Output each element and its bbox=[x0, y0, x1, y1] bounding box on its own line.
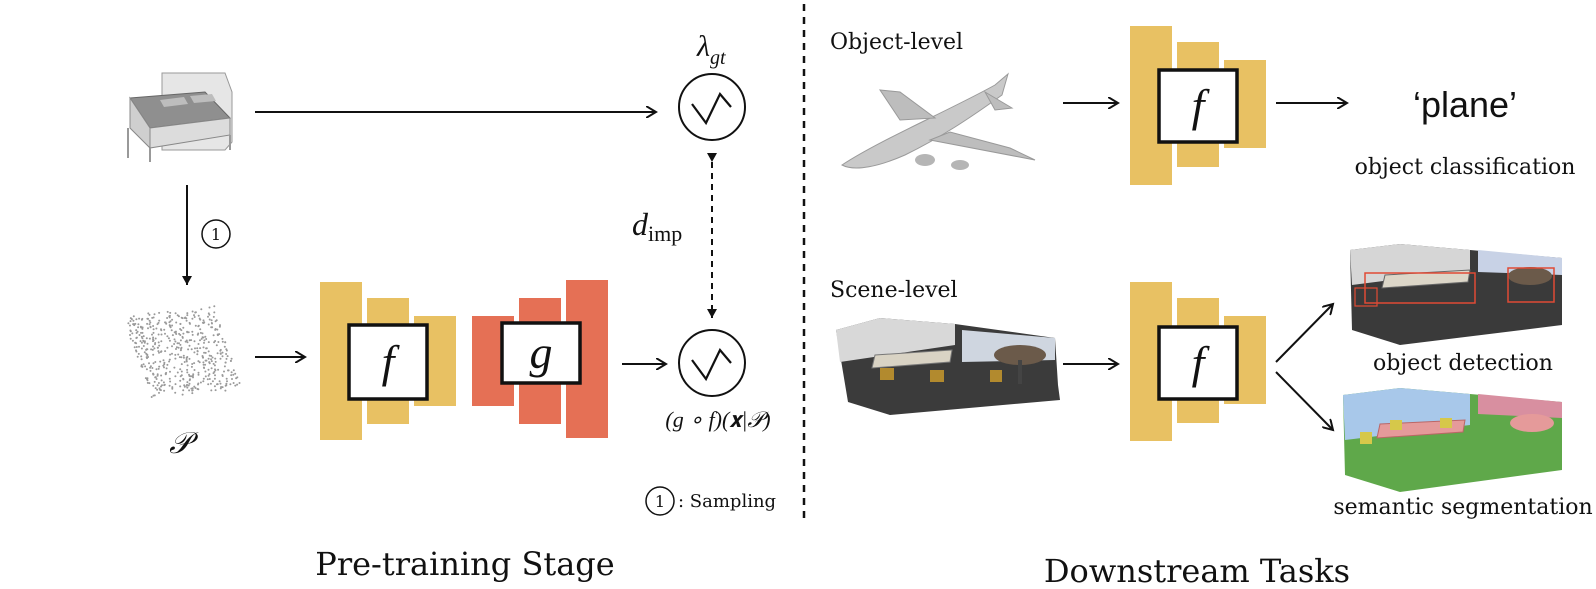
task-classification-label: object classification bbox=[1355, 155, 1576, 180]
arrow-to-segmentation bbox=[1275, 371, 1333, 430]
pretrain-head-symbol: g bbox=[530, 327, 553, 378]
airplane-pointcloud-icon bbox=[841, 72, 1036, 170]
legend-marker-number: 1 bbox=[655, 492, 665, 511]
legend-sampling-text: : Sampling bbox=[678, 491, 776, 512]
scene-level-label: Scene-level bbox=[830, 278, 958, 303]
object-encoder-block: f bbox=[1130, 26, 1266, 185]
segmentation-scene-icon bbox=[1343, 388, 1562, 492]
arrow-to-detection bbox=[1275, 304, 1333, 363]
lambda-gt-label: λgt bbox=[696, 30, 726, 69]
task-detection-label: object detection bbox=[1373, 351, 1553, 376]
unsigned-distance-plot-icon bbox=[678, 73, 746, 141]
scene-pointcloud-icon bbox=[836, 318, 1060, 415]
legend-marker-circle bbox=[645, 486, 675, 516]
step-marker-circle bbox=[201, 219, 231, 249]
detection-scene-icon bbox=[1350, 244, 1562, 345]
scene-encoder-block: f bbox=[1130, 282, 1266, 441]
pointcloud-symbol: 𝒫 bbox=[169, 427, 199, 460]
pretrain-head-block: g bbox=[472, 280, 608, 438]
task-segmentation-label: semantic segmentation bbox=[1333, 495, 1592, 520]
plane-output-label: ‘plane’ bbox=[1413, 84, 1517, 125]
step-marker-number: 1 bbox=[211, 225, 221, 244]
predicted-distance-plot-icon bbox=[678, 329, 746, 397]
bed-mesh-icon bbox=[127, 72, 233, 162]
composed-formula: (g ∘ f)(𝐱|𝒫) bbox=[665, 407, 770, 432]
dimp-label: dimp bbox=[632, 206, 682, 246]
downstream-stage-label: Downstream Tasks bbox=[1044, 552, 1350, 589]
pretrain-stage-label: Pre-training Stage bbox=[315, 545, 614, 583]
pretrain-encoder-block: f bbox=[320, 282, 456, 440]
point-cloud-icon bbox=[127, 305, 241, 398]
object-level-label: Object-level bbox=[830, 30, 963, 55]
